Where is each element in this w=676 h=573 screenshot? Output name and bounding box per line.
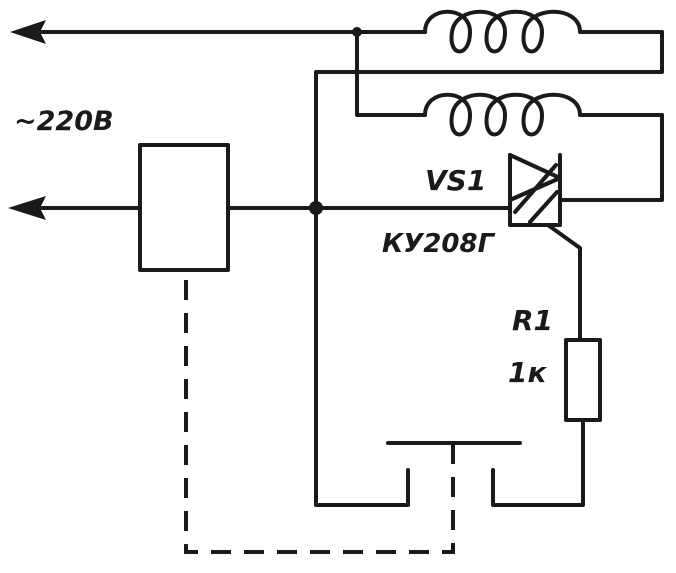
switch-box: [138, 143, 230, 272]
thyristor-ref-label: VS1: [425, 164, 486, 197]
arrow-left-icon: [8, 196, 46, 220]
coil-top: [355, 9, 664, 74]
left-return-wire: [314, 70, 410, 507]
supply-line-bottom: [8, 196, 142, 220]
arrow-left-icon: [10, 20, 46, 44]
resistor-ref-label: R1: [512, 304, 553, 337]
resistor-return-wire: [491, 418, 585, 507]
thyristor-part-label: КУ208Г: [382, 229, 496, 259]
coil-bottom: [355, 70, 664, 202]
supply-line-top: [10, 20, 427, 44]
resistor-r1: [564, 338, 602, 422]
thyristor-vs1: [508, 153, 582, 342]
mechanical-linkage: [184, 280, 455, 554]
resistor-value-label: 1к: [508, 356, 547, 389]
supply-voltage-label: ~220В: [14, 106, 114, 137]
